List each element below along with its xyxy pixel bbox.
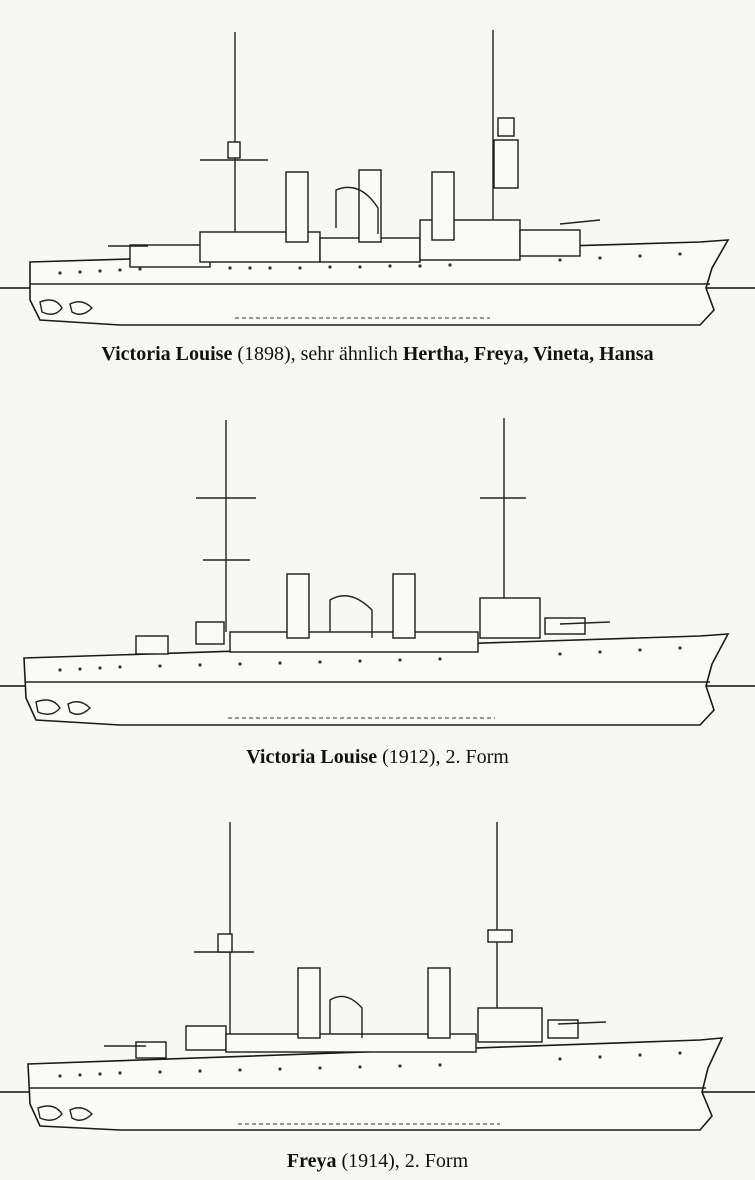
- caption-freya-1914: Freya (1914), 2. Form: [0, 1150, 755, 1173]
- ship-profile-freya-1914: [0, 822, 755, 1131]
- caption-text: (1912), 2. Form: [377, 746, 509, 768]
- ship-name-similar: Hertha, Freya, Vineta, Hansa: [402, 343, 654, 365]
- caption-text: (1898), sehr ähnlich: [232, 343, 403, 365]
- caption-victoria-louise-1898: Victoria Louise (1898), sehr ähnlich Her…: [0, 343, 755, 366]
- caption-text: (1914), 2. Form: [336, 1150, 469, 1172]
- ship-name-primary: Victoria Louise: [246, 746, 378, 768]
- ship-name-primary: Victoria Louise: [101, 343, 233, 365]
- ship-profile-victoria-louise-1912: [0, 418, 755, 726]
- caption-victoria-louise-1912: Victoria Louise (1912), 2. Form: [0, 746, 755, 769]
- ship-name-primary: Freya: [286, 1150, 337, 1172]
- ship-profile-victoria-louise-1898: [0, 30, 755, 326]
